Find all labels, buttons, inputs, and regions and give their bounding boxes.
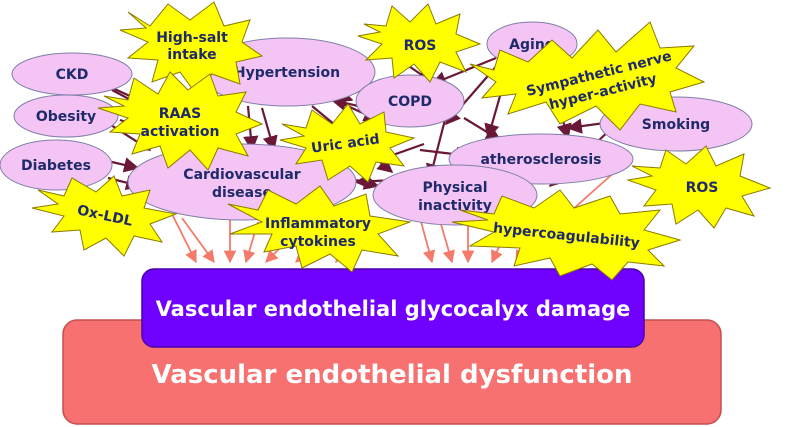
copd-label: COPD xyxy=(388,94,432,110)
ellipse-obesity: Obesity xyxy=(13,94,119,138)
ckd-label: CKD xyxy=(56,67,89,83)
burst-ox-ldl: Ox-LDL xyxy=(31,175,178,257)
burst-sympathetic-hyperactivity: Sympathetic nerve hyper-activity xyxy=(469,21,706,131)
obesity-label: Obesity xyxy=(36,109,96,125)
raas-label-line1: RAAS xyxy=(159,106,202,122)
burst-uric-acid: Uric acid xyxy=(279,103,416,183)
burst-ros-top: ROS xyxy=(357,3,482,83)
high-salt-label-line2: intake xyxy=(167,47,216,63)
ros-right-label: ROS xyxy=(686,180,719,196)
hypertension-label: Hypertension xyxy=(234,65,340,81)
ellipse-ckd: CKD xyxy=(11,52,133,96)
cytokines-label-line1: Inflammatory xyxy=(265,216,371,232)
ellipse-diabetes: Diabetes xyxy=(0,139,113,191)
cvd-label-line1: Cardiovascular xyxy=(183,167,300,183)
burst-raas-activation: RAAS activation xyxy=(97,71,264,171)
burst-inflammatory-cytokines: Inflammatory cytokines xyxy=(227,185,412,273)
cvd-label-line2: disease xyxy=(212,185,272,201)
burst-ros-right: ROS xyxy=(626,145,772,229)
endothelial-dysfunction-label: Vascular endothelial dysfunction xyxy=(152,360,633,390)
physical-label-line1: Physical xyxy=(422,180,487,196)
atherosclerosis-label: atherosclerosis xyxy=(480,152,601,168)
glycocalyx-damage-box: Vascular endothelial glycocalyx damage xyxy=(141,268,645,348)
raas-label-line2: activation xyxy=(141,124,220,140)
cytokines-label-line2: cytokines xyxy=(280,234,356,250)
diabetes-label: Diabetes xyxy=(21,158,91,174)
ros-top-label: ROS xyxy=(404,38,437,54)
smoking-label: Smoking xyxy=(642,117,710,133)
burst-hypercoagulability: hypercoagulability xyxy=(451,189,682,281)
burst-high-salt-intake: High-salt intake xyxy=(119,1,264,95)
ellipse-smoking: Smoking xyxy=(599,96,753,152)
high-salt-label-line1: High-salt xyxy=(156,30,228,46)
glycocalyx-damage-label: Vascular endothelial glycocalyx damage xyxy=(156,297,631,321)
physical-label-line2: inactivity xyxy=(418,198,492,214)
